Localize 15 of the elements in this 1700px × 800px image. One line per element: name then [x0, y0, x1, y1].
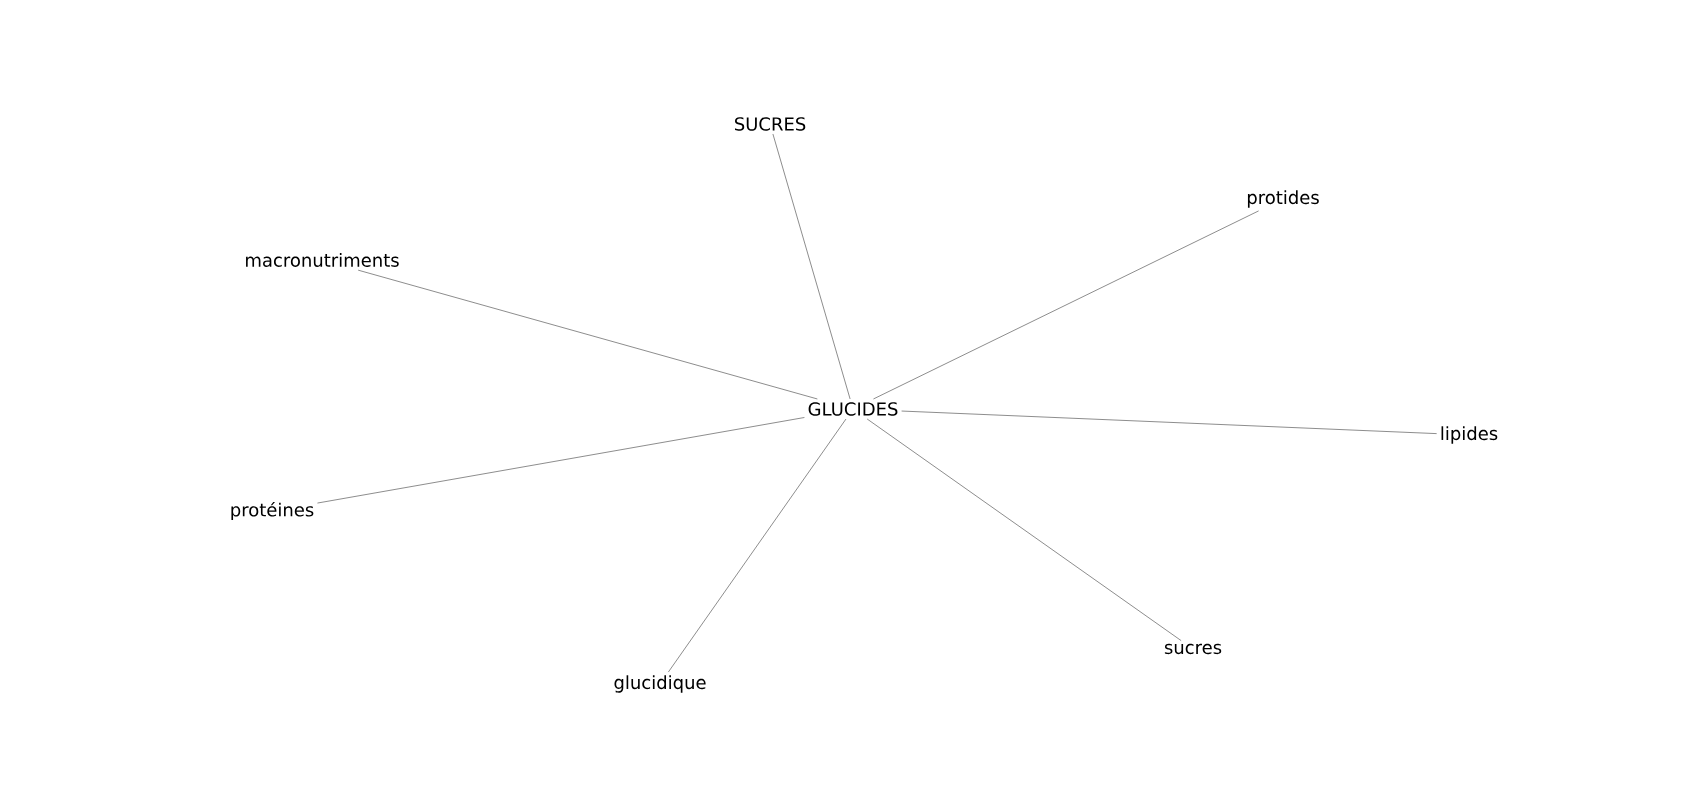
connector-line	[667, 418, 847, 673]
connector-line	[866, 418, 1182, 642]
connector-line	[317, 417, 805, 504]
word-label: sucres	[1164, 643, 1222, 655]
connector-line	[357, 269, 818, 400]
word-label: protéines	[231, 501, 314, 521]
connector-line	[901, 410, 1438, 435]
connector-line	[873, 210, 1260, 400]
word-label: macronutriments	[246, 253, 399, 267]
word-label: GLUCIDES	[808, 402, 898, 416]
word-label: glucidique	[614, 675, 706, 693]
word-label: SUCRES	[734, 117, 806, 131]
word-label: lipides	[1441, 426, 1498, 444]
word-label: protides	[1247, 190, 1319, 208]
connector-line	[772, 133, 851, 400]
